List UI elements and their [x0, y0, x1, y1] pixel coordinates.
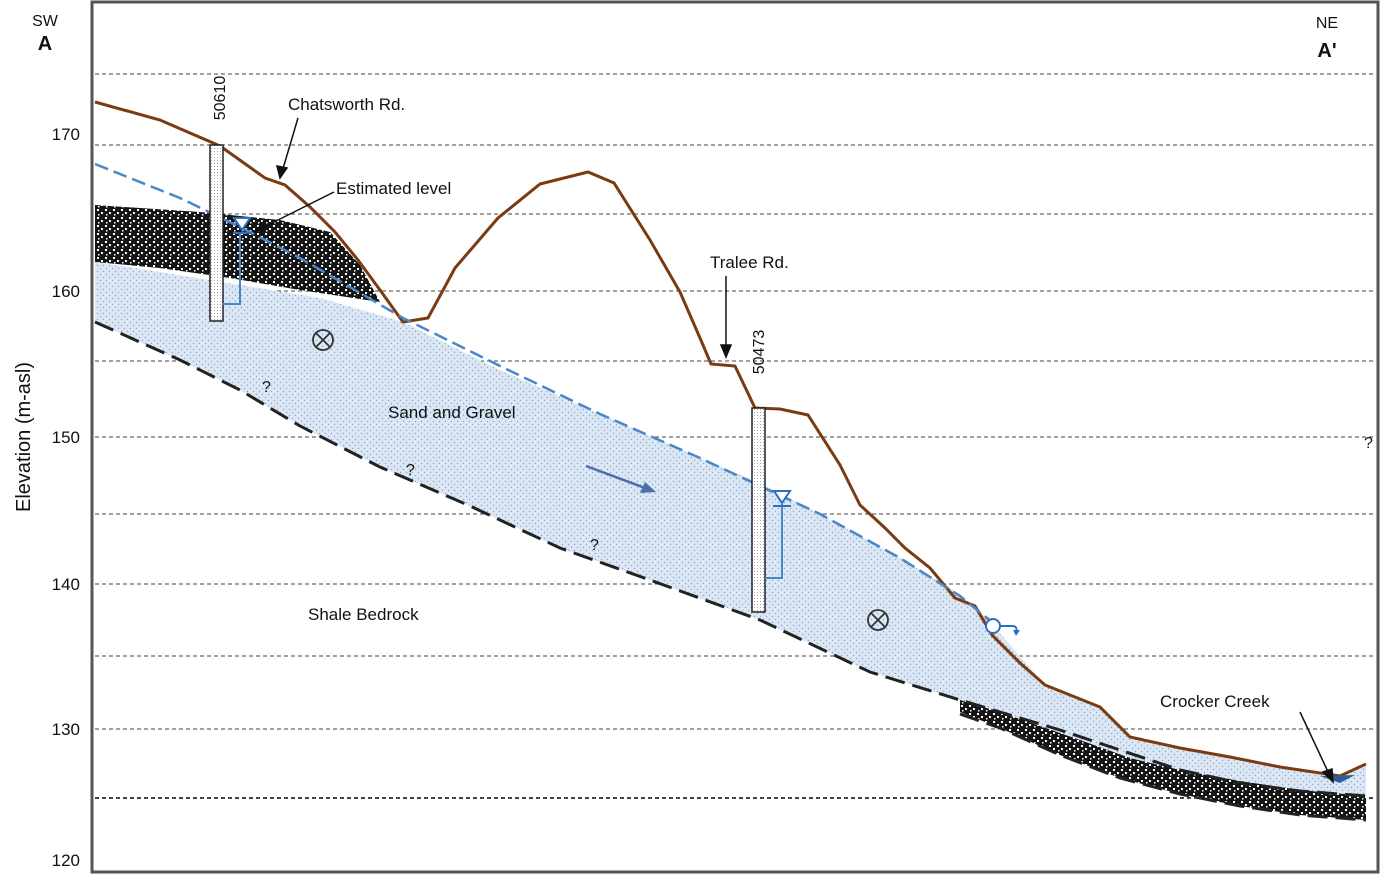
estimated-level-label: Estimated level: [336, 179, 451, 198]
water-level-symbol: [232, 217, 252, 234]
sw-direction-label: SW: [32, 13, 59, 30]
chatsworth-road-label: Chatsworth Rd.: [288, 95, 405, 114]
well-50610-casing: [209, 144, 224, 322]
tick-label: 140: [52, 575, 80, 594]
bedrock-lower-dashed: [959, 712, 1367, 822]
uncertain-contact-mark: ?: [1364, 435, 1373, 452]
uncertain-contact-mark: ?: [262, 379, 271, 396]
bedrock-contact-line: [94, 320, 1367, 798]
shale-bedrock-label: Shale Bedrock: [308, 605, 419, 624]
crocker-creek-label: Crocker Creek: [1160, 692, 1270, 711]
uncertain-contact-mark: ?: [406, 462, 415, 479]
tick-label: 150: [52, 428, 80, 447]
section-start-label: A: [38, 33, 52, 55]
uncertain-contact-mark: ?: [590, 537, 599, 554]
flow-direction-symbol: [312, 329, 334, 351]
plot-frame: [90, 0, 1380, 874]
ground-surface-line: [94, 100, 1367, 778]
well-50473-screen-line: [765, 504, 783, 579]
section-end-label: A': [1317, 40, 1336, 62]
sand-gravel-aquifer: [95, 262, 1366, 796]
tralee-road-label: Tralee Rd.: [710, 253, 789, 272]
flow-direction-symbol: [867, 609, 889, 631]
upper-till-unit: [95, 205, 380, 302]
tick-label: 120: [52, 851, 80, 870]
well-50473-label: 50473: [751, 330, 768, 375]
callout-arrows: [254, 117, 1334, 784]
gridlines: [95, 73, 1375, 799]
well-50610-label: 50610: [212, 76, 229, 121]
well-50473-casing: [751, 407, 766, 613]
water-level-symbol: [772, 490, 792, 507]
well-50610-screen-line: [222, 232, 241, 305]
y-axis-label: Elevation (m-asl): [13, 362, 35, 512]
tick-label: 130: [52, 720, 80, 739]
spring-symbol: [985, 618, 1020, 636]
tick-label: 170: [52, 125, 80, 144]
flow-arrow: [585, 464, 656, 493]
sand-gravel-label: Sand and Gravel: [388, 403, 516, 422]
lower-till-unit: [960, 700, 1366, 820]
tick-label: 160: [52, 282, 80, 301]
ne-direction-label: NE: [1316, 15, 1338, 32]
